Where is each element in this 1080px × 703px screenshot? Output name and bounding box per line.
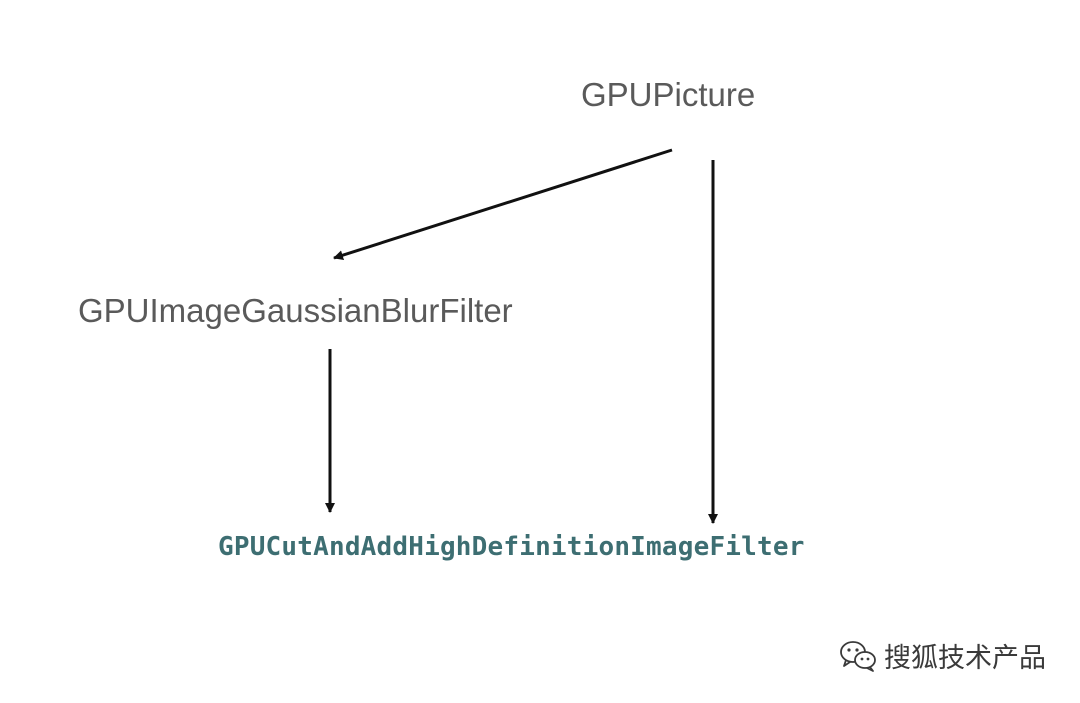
node-gaussian-blur-filter: GPUImageGaussianBlurFilter — [78, 292, 513, 329]
node-cut-and-add-hd-filter: GPUCutAndAddHighDefinitionImageFilter — [218, 532, 805, 562]
watermark-text: 搜狐技术产品 — [884, 643, 1046, 674]
watermark: 搜狐技术产品 — [838, 636, 1046, 675]
wechat-icon — [840, 640, 876, 672]
edge-picture-to-blur — [333, 148, 673, 261]
node-gpupicture: GPUPicture — [581, 76, 756, 113]
